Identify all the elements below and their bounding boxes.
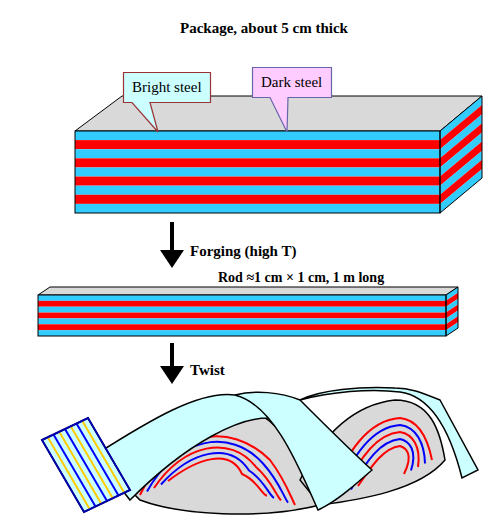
callout-text: Bright steel (132, 79, 202, 96)
callout-box: Dark steel (252, 67, 332, 98)
callout-text: Dark steel (261, 74, 323, 91)
twisted-rod (42, 388, 478, 515)
step-label: Twist (190, 362, 225, 379)
callout-box: Bright steel (123, 72, 211, 103)
step-label: Rod ≈1 cm × 1 cm, 1 m long (218, 270, 384, 286)
step-label: Forging (high T) (190, 243, 296, 260)
diagram-title: Package, about 5 cm thick (180, 20, 348, 37)
forged-rod (38, 287, 458, 336)
